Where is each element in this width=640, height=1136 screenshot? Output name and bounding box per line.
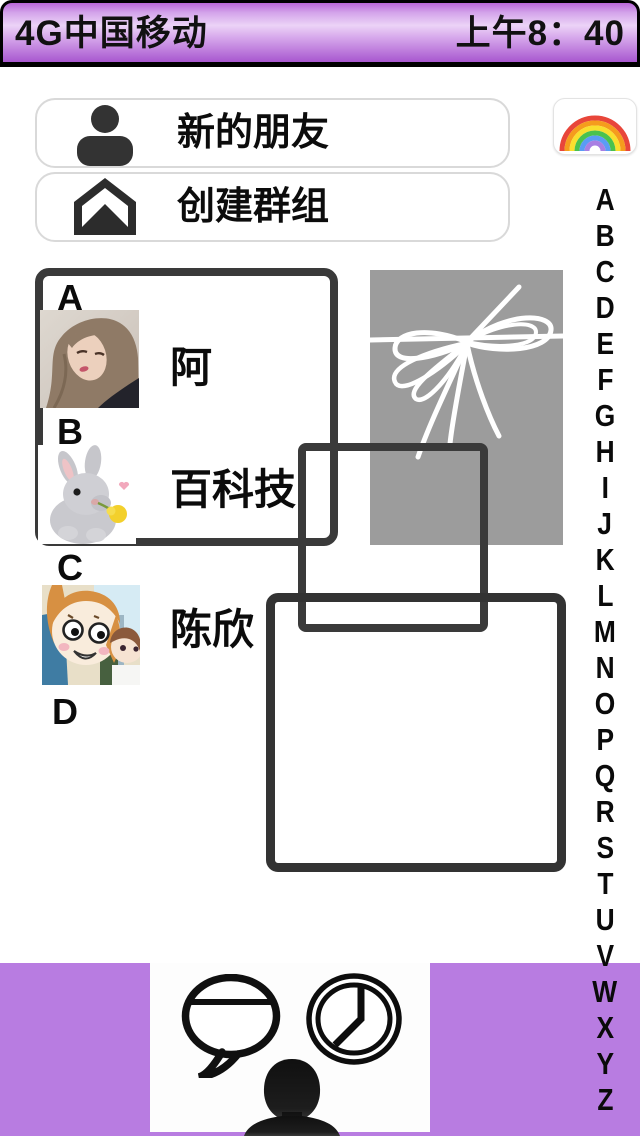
alphabet-letter-w[interactable]: W — [592, 974, 618, 1009]
alphabet-letter-r[interactable]: R — [595, 794, 615, 829]
alphabet-letter-h[interactable]: H — [595, 434, 615, 469]
menu-row-new-friends[interactable]: 新的朋友 — [35, 98, 510, 168]
gift-wrap-image — [367, 270, 566, 545]
profile-icon[interactable] — [238, 1056, 346, 1136]
clock-time-label: 上午8：40 — [455, 14, 625, 53]
alphabet-letter-s[interactable]: S — [596, 830, 614, 865]
alphabet-letter-e[interactable]: E — [596, 326, 614, 361]
rainbow-icon — [553, 98, 637, 155]
section-letter-d: D — [52, 691, 78, 732]
alphabet-letter-q[interactable]: Q — [594, 758, 616, 793]
person-icon — [69, 104, 141, 171]
status-bar: 4G中国移动 上午8：40 — [0, 0, 640, 67]
alphabet-letter-u[interactable]: U — [595, 902, 615, 937]
menu-row-create-group[interactable]: 创建群组 — [35, 172, 510, 242]
clock-icon[interactable] — [304, 973, 404, 1074]
alphabet-letter-v[interactable]: V — [596, 938, 614, 973]
alphabet-letter-g[interactable]: G — [594, 398, 616, 433]
menu-item-label: 创建群组 — [177, 186, 330, 228]
alphabet-letter-n[interactable]: N — [595, 650, 615, 685]
open-envelope-icon — [73, 176, 137, 241]
alphabet-letter-d[interactable]: D — [595, 290, 615, 325]
rabbit-avatar[interactable] — [38, 445, 136, 544]
chat-bubble-icon[interactable] — [180, 973, 284, 1083]
contact-name[interactable]: 百科技 — [170, 466, 297, 513]
overlay-rect-small — [298, 443, 488, 632]
menu-item-label: 新的朋友 — [177, 112, 330, 154]
alphabet-letter-a[interactable]: A — [595, 182, 615, 217]
overlay-rect-large — [266, 593, 566, 872]
contact-name[interactable]: 陈欣 — [170, 606, 255, 653]
section-letter-b: B — [57, 411, 83, 452]
section-letter-c: C — [57, 547, 83, 588]
alphabet-letter-i[interactable]: I — [601, 470, 609, 505]
anime-avatar[interactable] — [42, 585, 140, 685]
alphabet-letter-x[interactable]: X — [596, 1010, 614, 1045]
contact-name[interactable]: 阿 — [170, 344, 213, 391]
carrier-label: 4G中国移动 — [15, 14, 208, 53]
alphabet-letter-p[interactable]: P — [596, 722, 614, 757]
alphabet-letter-f[interactable]: F — [596, 362, 614, 397]
alphabet-letter-k[interactable]: K — [595, 542, 615, 577]
alphabet-letter-b[interactable]: B — [595, 218, 615, 253]
alphabet-letter-m[interactable]: M — [594, 614, 616, 649]
alphabet-letter-l[interactable]: L — [596, 578, 614, 613]
alphabet-letter-y[interactable]: Y — [596, 1046, 614, 1081]
alphabet-letter-j[interactable]: J — [597, 506, 613, 541]
alphabet-letter-o[interactable]: O — [594, 686, 616, 721]
alphabet-letter-t[interactable]: T — [596, 866, 614, 901]
contact-group-frame — [35, 268, 338, 546]
alphabet-letter-c[interactable]: C — [595, 254, 615, 289]
alphabet-letter-z[interactable]: Z — [596, 1082, 614, 1117]
woman-photo-avatar[interactable] — [40, 310, 139, 408]
